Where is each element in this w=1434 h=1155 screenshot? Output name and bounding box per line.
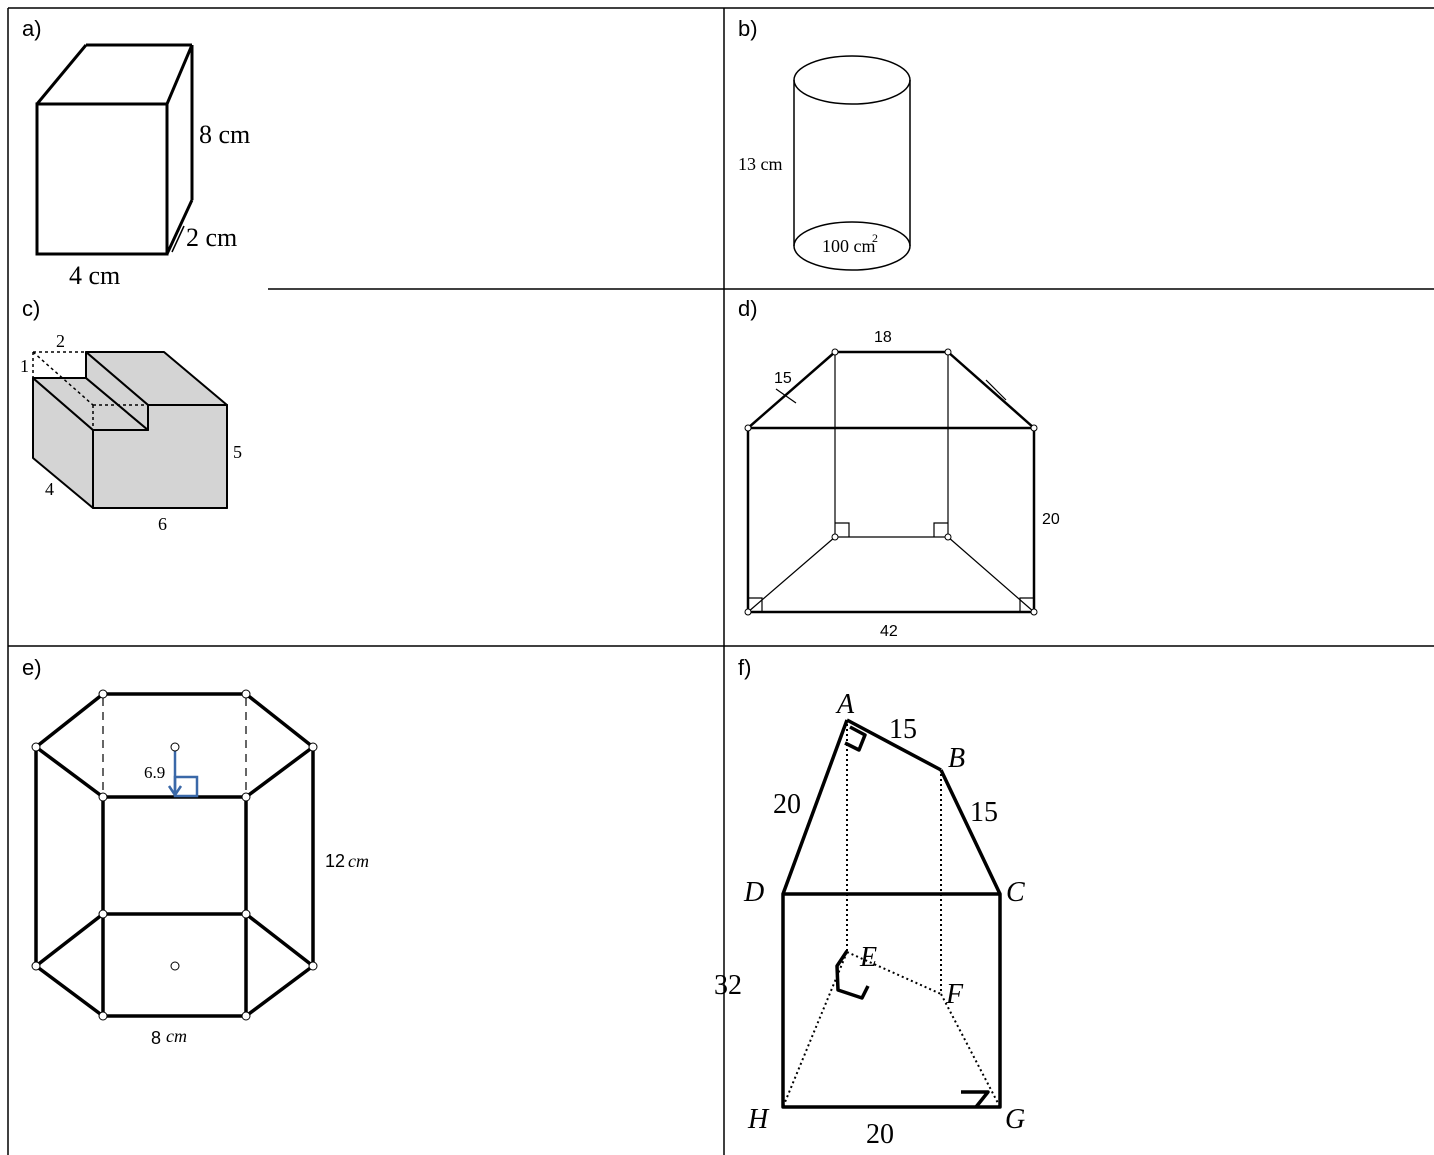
figure-f-pentagonal-prism: A B C D E F G H 15 15 20 20 32 — [714, 689, 1025, 1150]
c-width-label: 6 — [158, 514, 167, 534]
cell-f-label: f) — [738, 655, 752, 680]
e-height-unit: cm — [348, 851, 369, 871]
e-side-unit: cm — [166, 1026, 187, 1046]
b-height-label: 13 cm — [738, 154, 783, 174]
f-vertex-b: B — [948, 743, 965, 774]
d-bottom-label: 42 — [880, 623, 898, 640]
f-bc-label: 15 — [970, 797, 998, 828]
a-width-label: 4 cm — [69, 261, 120, 290]
d-height-label: 20 — [1042, 511, 1060, 528]
cell-d-label: d) — [738, 296, 758, 321]
figure-c-notched-prism: 2 1 5 4 6 — [20, 331, 242, 534]
f-ab-label: 15 — [889, 714, 917, 745]
f-vertex-e: E — [859, 942, 877, 973]
f-dh-label: 32 — [714, 970, 742, 1001]
a-height-label: 8 cm — [199, 120, 250, 149]
c-notch-width-label: 2 — [56, 331, 65, 351]
e-side-number: 8 — [151, 1028, 161, 1048]
f-vertex-a: A — [835, 689, 855, 720]
figure-a-rectangular-prism: 8 cm 2 cm 4 cm — [35, 43, 250, 290]
f-vertex-c: C — [1006, 877, 1025, 908]
f-hg-label: 20 — [866, 1119, 894, 1150]
f-ad-label: 20 — [773, 789, 801, 820]
a-depth-label: 2 cm — [186, 223, 237, 252]
f-vertex-g: G — [1005, 1104, 1025, 1135]
figure-b-cylinder: 13 cm 100 cm 2 — [738, 55, 911, 271]
d-top-label: 18 — [874, 329, 892, 346]
cell-a-label: a) — [22, 16, 42, 41]
b-base-label: 100 cm — [822, 236, 876, 256]
e-apothem-label: 6.9 — [144, 763, 165, 782]
figure-d-trapezoidal-prism: 18 15 20 42 — [744, 329, 1060, 640]
cell-e-label: e) — [22, 655, 42, 680]
b-base-exponent: 2 — [872, 231, 878, 245]
d-slant-label: 15 — [774, 370, 792, 387]
cell-b-label: b) — [738, 16, 758, 41]
c-depth-label: 4 — [45, 479, 54, 499]
figure-e-hexagonal-prism: 6.9 12 cm 8 cm — [31, 689, 369, 1048]
c-notch-depth-label: 1 — [20, 356, 29, 376]
f-vertex-d: D — [743, 877, 764, 908]
f-vertex-h: H — [747, 1104, 770, 1135]
f-vertex-f: F — [945, 979, 964, 1010]
cell-c-label: c) — [22, 296, 41, 321]
c-height-label: 5 — [233, 442, 242, 462]
e-height-number: 12 — [325, 851, 345, 871]
